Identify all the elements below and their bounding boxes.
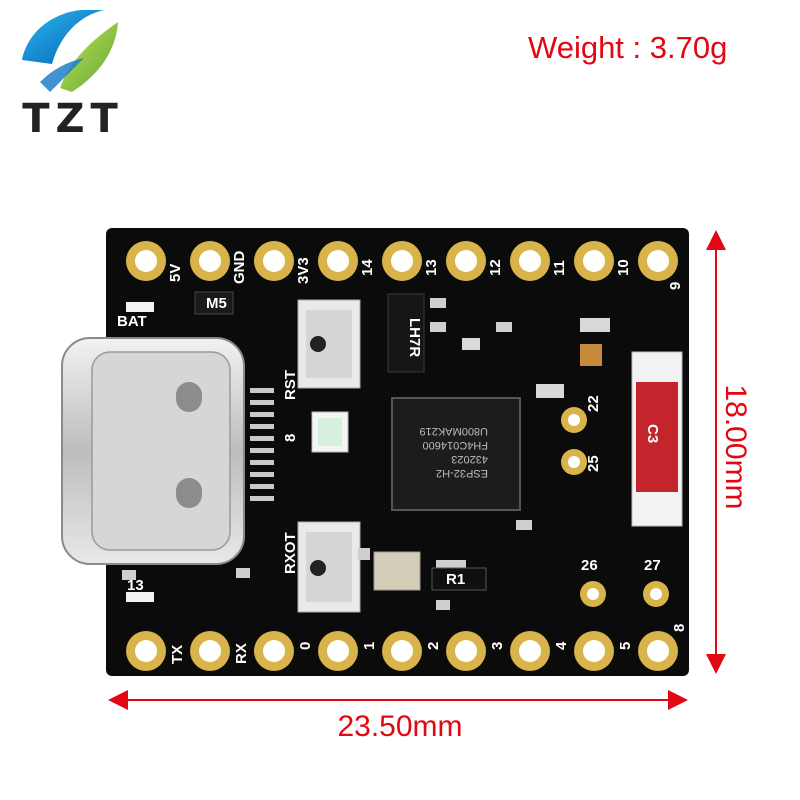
top-pin-label-4: 13	[423, 259, 440, 276]
regulator	[387, 293, 425, 373]
pin-label-25: 25	[585, 455, 602, 472]
pin-label-22: 22	[585, 395, 602, 412]
height-dimension-label: 18.00mm	[719, 384, 752, 510]
chip-marking-1: 432023	[451, 453, 488, 465]
bottom-pad-0-hole	[135, 640, 157, 662]
top-pin-label-8: 9	[667, 282, 684, 290]
esp32-h2-chip: ESP32-H2 432023 FH4C014600 U800MAK219	[391, 397, 521, 511]
usb-pins	[250, 388, 274, 501]
bottom-pin-label-7: 5	[617, 642, 634, 650]
bottom-pad-4-hole	[391, 640, 413, 662]
bottom-pad-8-hole	[647, 640, 669, 662]
top-pin-label-5: 12	[487, 259, 504, 276]
label-8: 8	[282, 434, 299, 442]
bat-led	[126, 302, 154, 312]
bottom-pin-label-1: RX	[233, 643, 250, 664]
bottom-pin-label-5: 3	[489, 642, 506, 650]
top-pin-label-7: 10	[615, 259, 632, 276]
bottom-pin-label-4: 2	[425, 642, 442, 650]
bottom-pin-label-6: 4	[553, 641, 570, 650]
boot-button	[297, 521, 361, 613]
bottom-pad-5-hole	[455, 640, 477, 662]
bottom-pin-label-0: TX	[169, 645, 186, 664]
capacitor-c3: C3	[631, 351, 683, 527]
bottom-pin-label-3: 1	[361, 642, 378, 650]
weight-label: Weight : 3.70g	[528, 30, 728, 65]
bottom-pad-1-hole	[199, 640, 221, 662]
top-pad-0-hole	[135, 250, 157, 272]
chip-marking-0: ESP32-H2	[436, 467, 488, 479]
bottom-pin-labels: TX RX 0 1 2 3 4 5 8	[169, 624, 688, 664]
diode	[194, 291, 234, 315]
tzt-logo-icon	[22, 10, 118, 92]
top-pin-row	[126, 241, 678, 281]
top-pad-1-hole	[199, 250, 221, 272]
width-dimension-label: 23.50mm	[337, 710, 463, 743]
top-pad-5-hole	[455, 250, 477, 272]
label-rst: RST	[282, 370, 299, 400]
top-pin-label-6: 11	[551, 260, 568, 276]
top-pad-8-hole	[647, 250, 669, 272]
bottom-pad-7-hole	[583, 640, 605, 662]
diode-marking: M5	[206, 295, 227, 312]
bottom-pad-6-hole	[519, 640, 541, 662]
top-pin-label-3: 14	[359, 259, 376, 276]
chip-marking-2: FH4C014600	[423, 439, 488, 451]
rst-button	[297, 299, 361, 389]
top-pad-2-hole	[263, 250, 285, 272]
top-pin-label-2: 3V3	[295, 257, 312, 284]
bottom-pin-row	[126, 631, 678, 671]
resistor-label: R1	[446, 571, 465, 588]
bottom-pin-label-2: 0	[297, 642, 314, 650]
top-pin-label-0: 5V	[167, 264, 184, 282]
chip-marking-3: U800MAK219	[420, 425, 489, 437]
label-rxot: RXOT	[282, 532, 299, 574]
label-bat: BAT	[117, 313, 147, 330]
top-pad-3-hole	[327, 250, 349, 272]
usb-c-connector	[61, 337, 245, 565]
crystal	[373, 551, 421, 591]
top-pad-7-hole	[583, 250, 605, 272]
bottom-pad-2-hole	[263, 640, 285, 662]
top-pad-4-hole	[391, 250, 413, 272]
resistor-r1	[431, 567, 487, 591]
top-pad-6-hole	[519, 250, 541, 272]
inner-pads	[561, 407, 669, 607]
bottom-pin-label-8: 8	[671, 624, 688, 632]
top-pin-label-1: GND	[231, 251, 248, 285]
pin-label-26: 26	[581, 557, 598, 574]
logo-wordmark: TZT	[22, 96, 124, 142]
capacitor-label: C3	[644, 424, 661, 443]
regulator-marking: LH7R	[406, 318, 423, 357]
brand-logo: TZT	[0, 0, 150, 145]
label-13: 13	[127, 577, 144, 594]
bottom-pad-3-hole	[327, 640, 349, 662]
pin-label-27: 27	[644, 557, 661, 574]
top-pin-labels: 5V GND 3V3 14 13 12 11 10 9	[167, 251, 684, 291]
